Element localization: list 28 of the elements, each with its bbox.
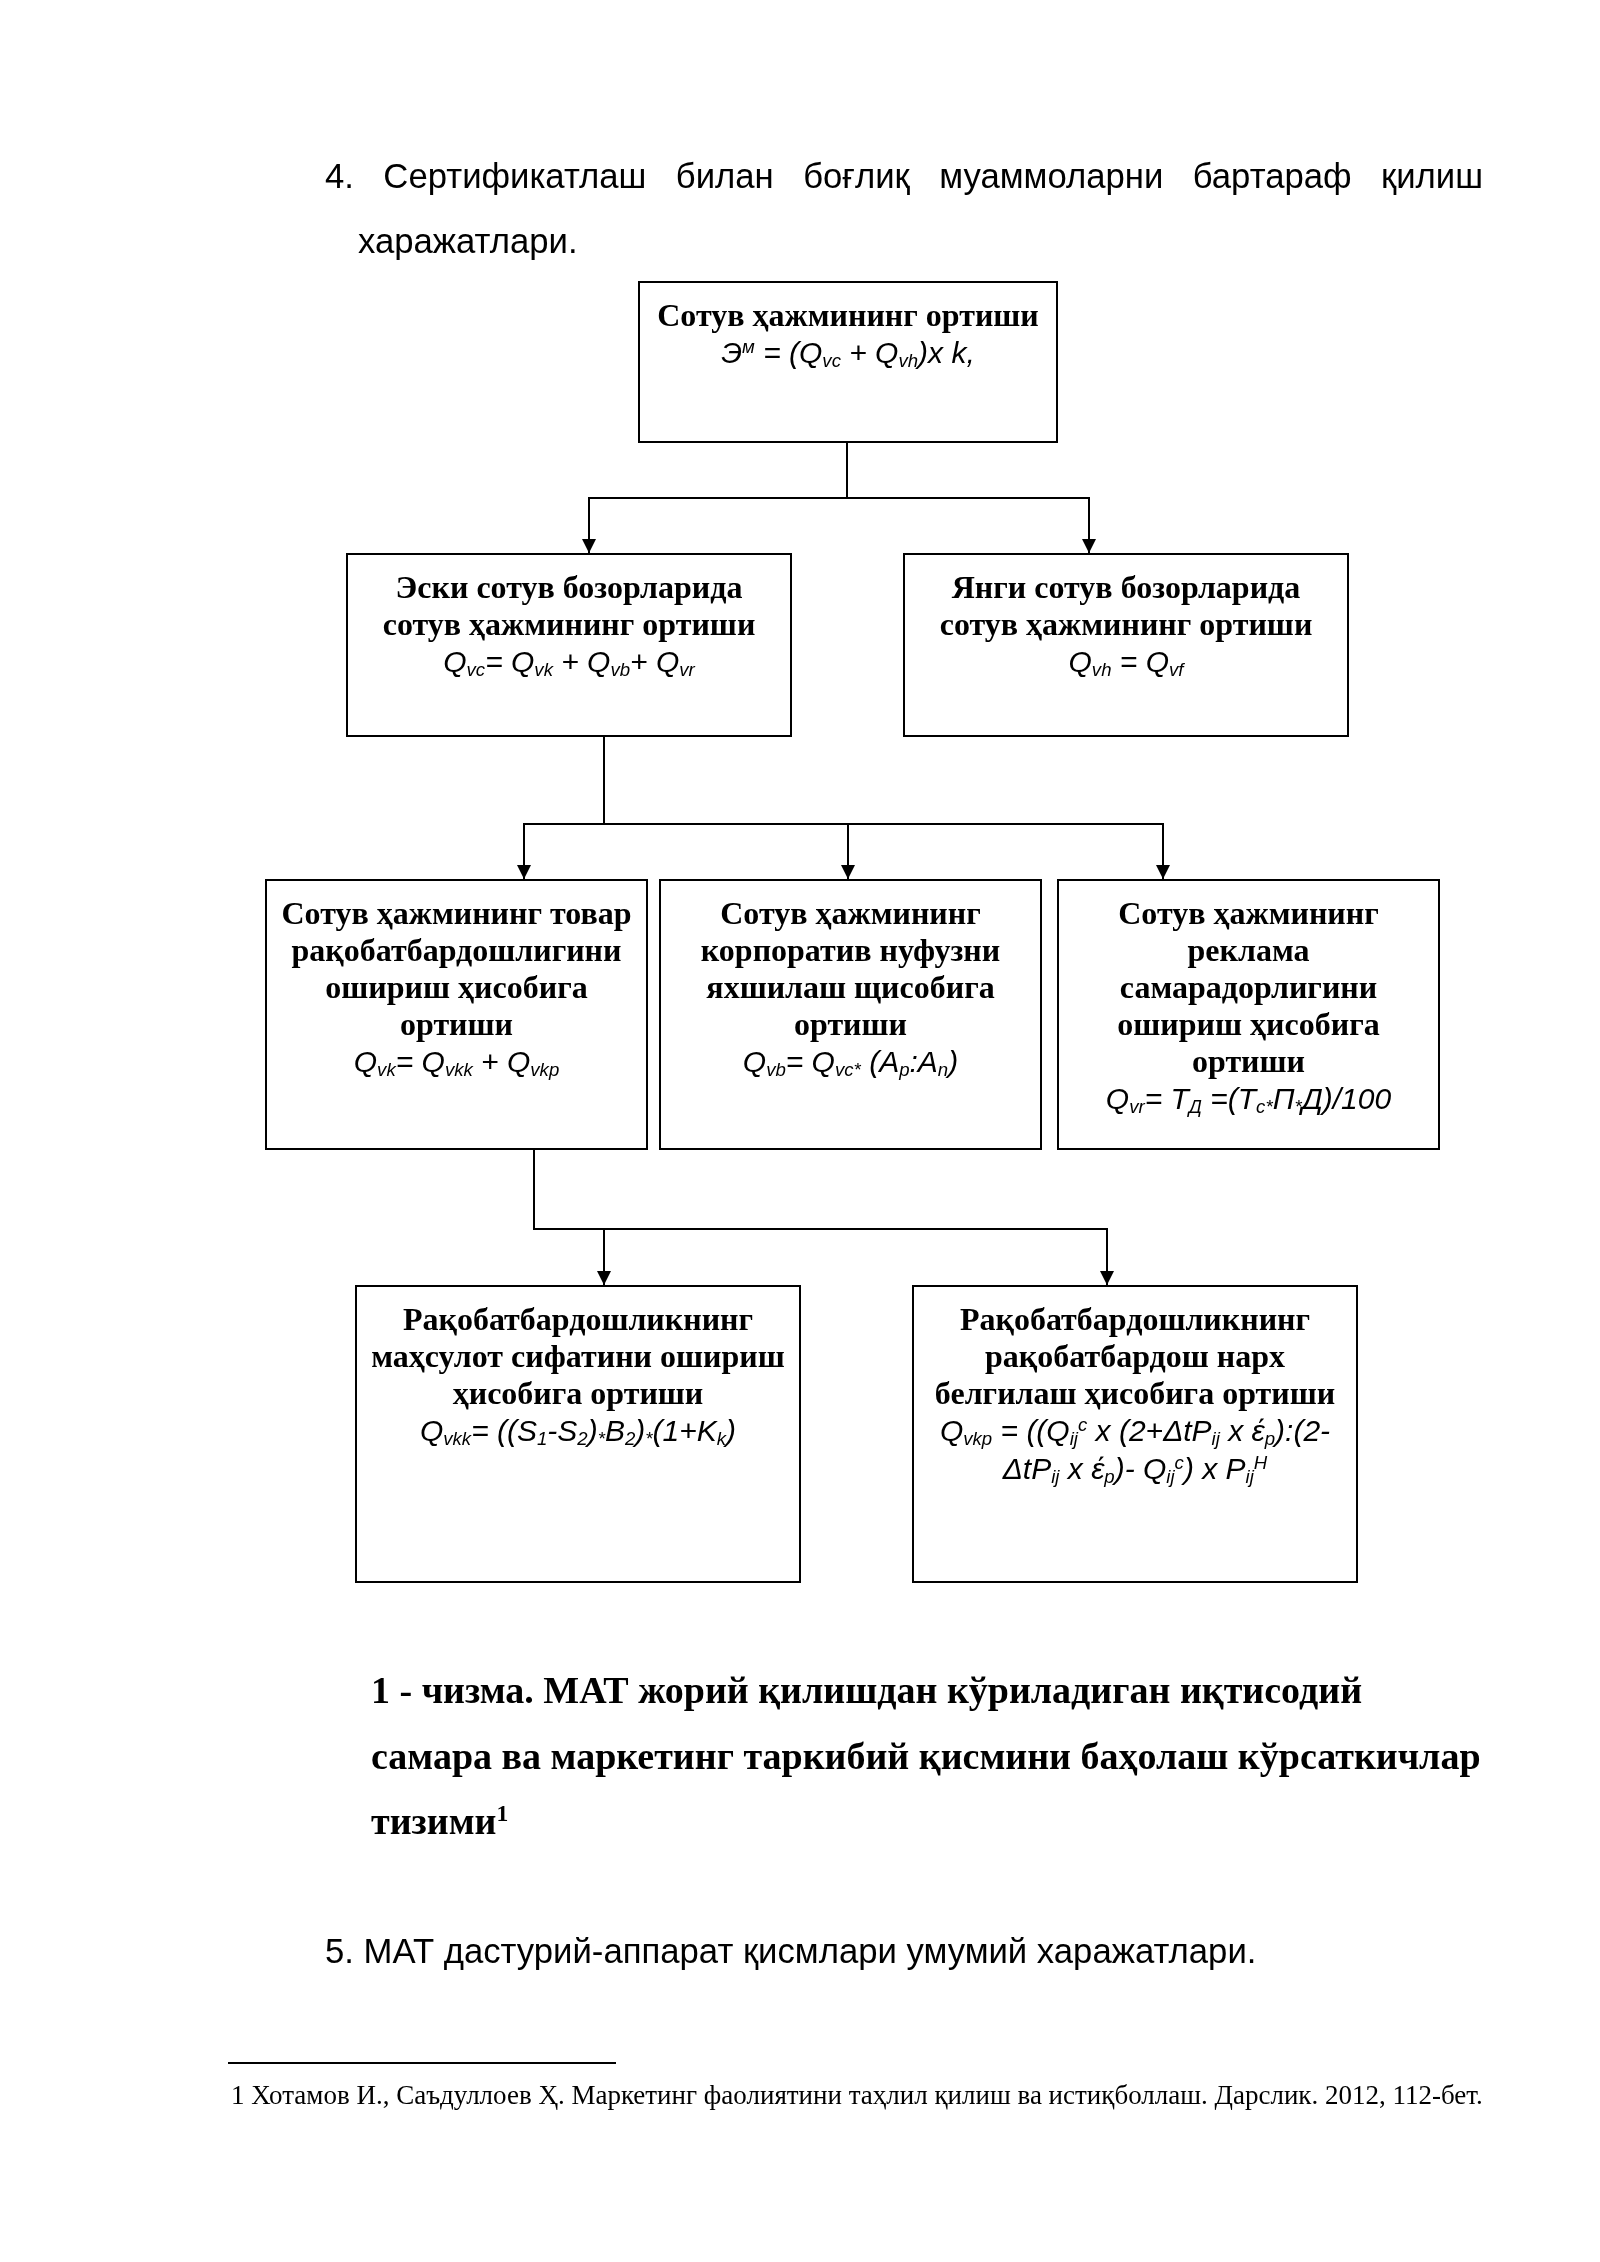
process-box <box>265 879 648 1150</box>
box-heading: Рақобатбардошликнинг маҳсулот сифатини ошириш ҳисобига ортиши <box>370 1301 786 1412</box>
box-heading: Эски сотув бозорларида сотув ҳажмининг ортиши <box>381 569 757 643</box>
formula-text: Э$^{м}$ = (Q$_{vc}$ + Q$_{vh}$)x k, <box>721 334 975 372</box>
process-box <box>903 553 1349 737</box>
arrow <box>846 442 1096 554</box>
box-heading: Рақобатбардошликнинг рақобатбардош нарх белгилаш ҳисобига ортиши <box>933 1301 1337 1412</box>
process-box <box>659 879 1042 1150</box>
list-item-text: 4. Сертификатлаш билан боғлиқ муаммоларни бартараф қилиш харажатлари. <box>325 156 1483 262</box>
box-heading: Сотув ҳажмининг корпоратив нуфузни яхшилаш щисобига ортиши <box>699 895 1002 1043</box>
figure-caption: 1 - чизма. МАТ жорий қилишдан кўриладиган иқтисодий самара ва маркетинг таркибий қисмини баҳолаш кўрсаткичлар тизими$^{1}$ <box>371 1668 1481 1844</box>
process-box <box>912 1285 1358 1583</box>
process-box <box>346 553 792 737</box>
list-item-text: 5. МАТ дастурий-аппарат қисмлари умумий харажатлари. <box>325 1931 1257 1972</box>
process-box <box>638 281 1058 443</box>
formula-text: Q$_{vh}$ = Q$_{vf}$ <box>1068 644 1184 681</box>
formula-text: Q$_{vc}$= Q$_{vk}$ + Q$_{vb}$+ Q$_{vr}$ <box>443 644 695 681</box>
box-heading: Янги сотув бозорларида сотув ҳажмининг ортиши <box>938 569 1314 643</box>
formula-text: Q$_{vr}$= Т$_{Д}$ =(Т$_{с*}$П$_{*}$Д)/100 <box>1105 1081 1392 1118</box>
footnote-text: 1 Хотамов И., Саъдуллоев Ҳ. Маркетинг фаолиятини таҳлил қилиш ва истиқболлаш. Дарслик. 2012, 112-бет. <box>231 2079 1483 2111</box>
box-heading: Сотув ҳажмининг реклама самарадорлигини ошириш ҳисобига ортиши <box>1116 895 1381 1080</box>
box-heading: Сотув ҳажмининг товар рақобатбардошлигини ошириш ҳисобига ортиши <box>280 895 633 1043</box>
process-box <box>355 1285 801 1583</box>
process-box <box>1057 879 1440 1150</box>
formula-text: Q$_{vb}$= Q$_{vc*}$ (A$_{p}$:A$_{n}$) <box>742 1044 959 1081</box>
formula-text: Q$_{vk}$= Q$_{vkk}$ + Q$_{vkp}$ <box>353 1044 560 1081</box>
formula-text: Q$_{vkk}$= ((S$_{1}$-S$_{2}$)$_{*}$B$_{2}$)$_{*}$(1+K$_{k}$) <box>419 1413 737 1450</box>
box-heading: Сотув ҳажмининг ортиши <box>657 297 1039 334</box>
